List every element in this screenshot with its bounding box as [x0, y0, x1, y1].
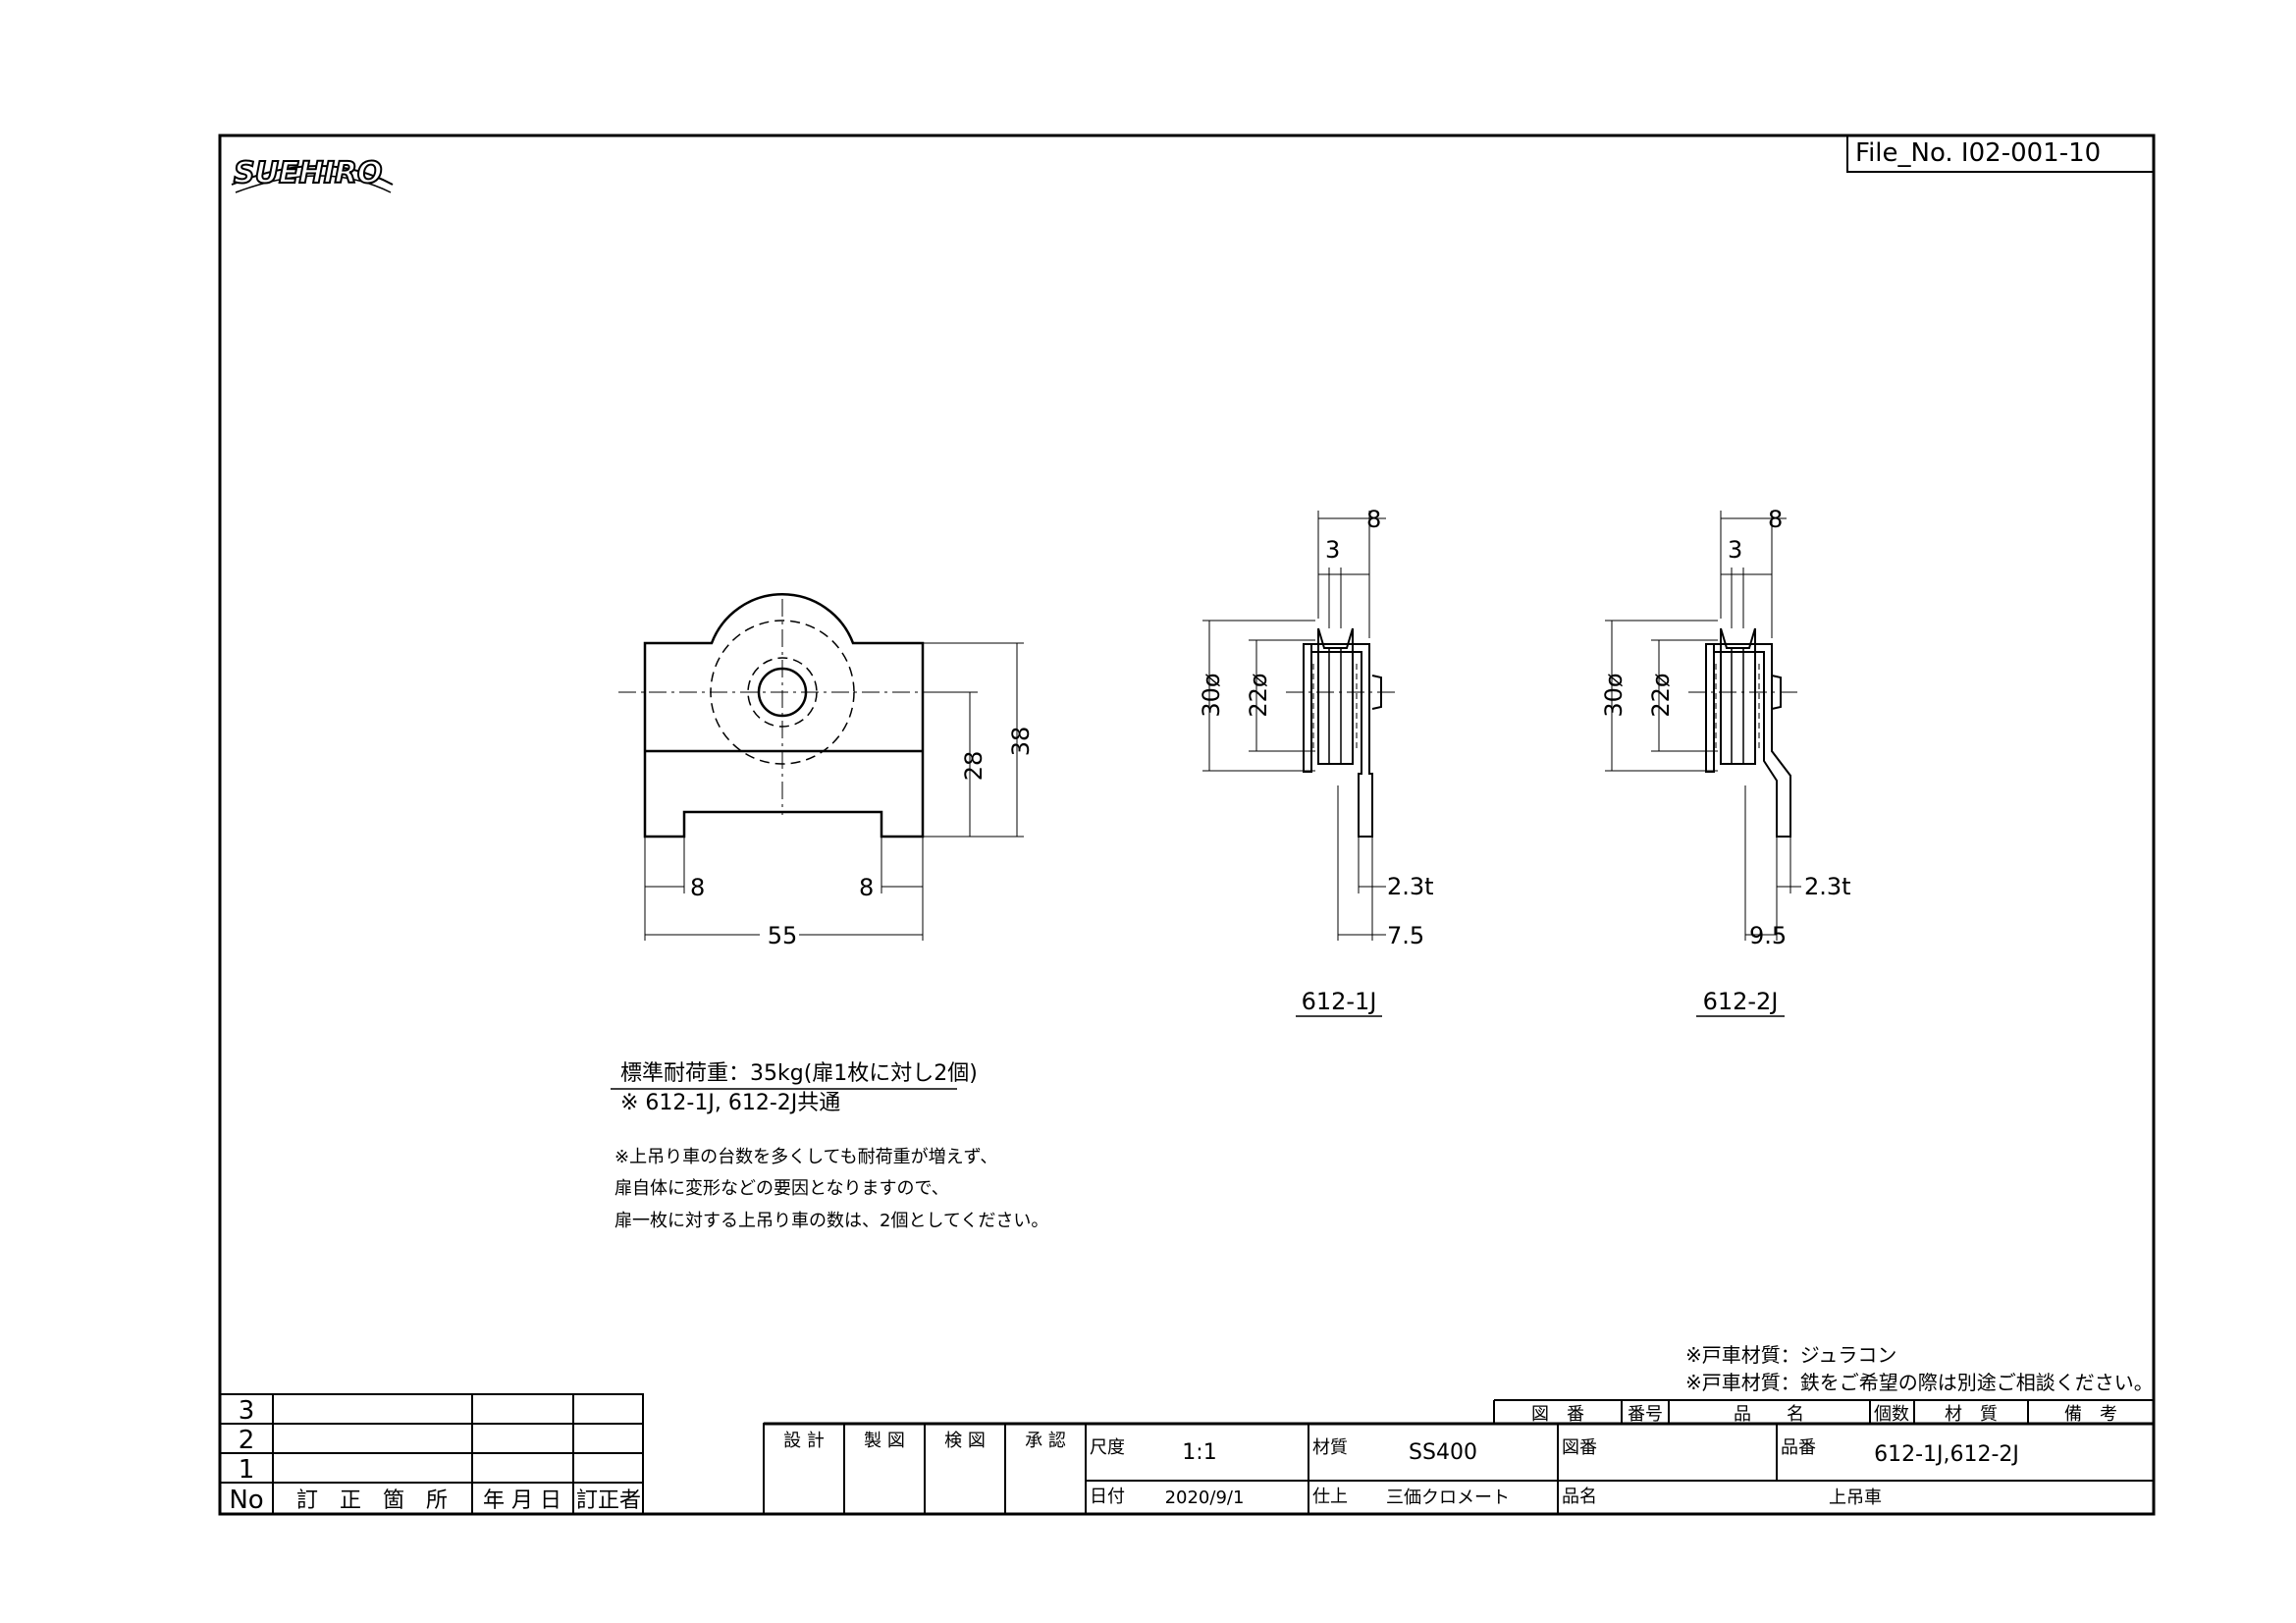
dim-38: 38 [1007, 727, 1035, 757]
suehiro-logo: SUEHIRO [231, 155, 394, 193]
rev-row-1: 1 [239, 1455, 255, 1485]
dim-9.5: 9.5 [1749, 922, 1787, 949]
drawing-frame [218, 134, 2156, 1516]
name-label: 品名 [1562, 1487, 1597, 1507]
dim-8: 8 [1366, 506, 1381, 533]
scale-value: 1:1 [1182, 1440, 1216, 1465]
dim-3: 3 [1728, 536, 1742, 564]
material-notes: ※戸車材質：ジュラコン ※戸車材質：鉄をご希望の際は別途ご相談ください。 [1685, 1343, 2154, 1394]
rev-header-corrector: 訂正者 [576, 1488, 641, 1513]
rev-row-3: 3 [239, 1396, 255, 1426]
dim-2.3t: 2.3t [1804, 873, 1851, 900]
material-value: SS400 [1409, 1440, 1477, 1465]
parts-col-number: 番号 [1628, 1404, 1663, 1425]
title-block [763, 1422, 2155, 1515]
parts-col-drawing: 図 番 [1531, 1404, 1584, 1425]
material-note-1: ※戸車材質：ジュラコン [1685, 1343, 1896, 1367]
dim-2.3t: 2.3t [1387, 873, 1434, 900]
title-block-text: 設 計 製 図 検 図 承 認 尺度 1:1 材質 SS400 図番 品番 61… [783, 1431, 2019, 1508]
rev-header-no: No [229, 1486, 263, 1515]
part-no-label: 品番 [1781, 1437, 1816, 1458]
side-view-612-2J-dims: 8 3 30ø 22ø 2.3t 9.5 612-2J [1600, 506, 1851, 1015]
finish-label: 仕上 [1312, 1487, 1348, 1507]
name-value: 上吊車 [1829, 1488, 1882, 1508]
dim-8: 8 [1768, 506, 1783, 533]
finish-value: 三価クロメート [1386, 1488, 1510, 1508]
dim-3: 3 [1325, 536, 1340, 564]
front-view-dims: 38 28 8 8 55 [690, 727, 1035, 949]
caption-612-2J: 612-2J [1703, 988, 1779, 1015]
logo-text: SUEHIRO [234, 156, 382, 190]
date-label: 日付 [1090, 1487, 1125, 1507]
parts-list-header-text: 図 番 番号 品 名 個数 材 質 備 考 [1531, 1404, 2117, 1425]
parts-col-name: 品 名 [1734, 1404, 1804, 1425]
rev-header-date: 年 月 日 [483, 1488, 561, 1513]
drawing-no-label: 図番 [1562, 1437, 1597, 1458]
side-view-612-1J-dims: 8 3 30ø 22ø 2.3t 7.5 612-1J [1198, 506, 1434, 1015]
load-title: 標準耐荷重：35kg(扉1枚に対し2個) [620, 1061, 978, 1086]
material-note-2: ※戸車材質：鉄をご希望の際は別途ご相談ください。 [1685, 1371, 2154, 1394]
dim-7.5: 7.5 [1387, 922, 1424, 949]
role-drafting: 製 図 [864, 1431, 905, 1451]
dim-30-dia: 30ø [1198, 673, 1225, 717]
side-view-612-1J [1202, 511, 1399, 1017]
front-view [618, 593, 1024, 941]
rev-header-location: 訂 正 箇 所 [296, 1488, 448, 1513]
dim-22-dia: 22ø [1647, 673, 1675, 717]
file-number: File_No. I02-001-10 [1855, 138, 2101, 168]
rev-row-2: 2 [239, 1426, 255, 1455]
dim-30-dia: 30ø [1600, 673, 1628, 717]
parts-col-remarks: 備 考 [2064, 1404, 2117, 1425]
scale-label: 尺度 [1090, 1437, 1125, 1458]
load-notes: 標準耐荷重：35kg(扉1枚に対し2個) ※ 612-1J, 612-2J共通 … [611, 1061, 1048, 1231]
role-approve: 承 認 [1025, 1431, 1066, 1451]
parts-col-material: 材 質 [1945, 1404, 1998, 1425]
file-number-box: File_No. I02-001-10 [1846, 135, 2154, 173]
revision-table-text: 3 2 1 No 訂 正 箇 所 年 月 日 訂正者 [229, 1396, 641, 1515]
caption-612-1J: 612-1J [1302, 988, 1377, 1015]
role-design: 設 計 [783, 1431, 825, 1451]
dim-8-left: 8 [690, 874, 705, 901]
parts-col-qty: 個数 [1874, 1404, 1909, 1425]
side-view-612-2J [1605, 511, 1801, 1017]
dim-8-right: 8 [859, 874, 874, 901]
note-line-1: ※上吊り車の台数を多くしても耐荷重が増えず、 [614, 1147, 997, 1167]
note-line-2: 扉自体に変形などの要因となりますので、 [614, 1178, 949, 1199]
parts-list-header [1493, 1399, 2154, 1424]
dim-22-dia: 22ø [1245, 673, 1272, 717]
part-no-value: 612-1J,612-2J [1874, 1442, 2019, 1467]
date-value: 2020/9/1 [1165, 1488, 1245, 1508]
dim-28: 28 [960, 751, 988, 782]
dim-55: 55 [768, 922, 798, 949]
load-sub: ※ 612-1J, 612-2J共通 [620, 1091, 840, 1115]
role-check: 検 図 [944, 1431, 986, 1451]
revision-table [219, 1393, 644, 1515]
material-label: 材質 [1312, 1437, 1348, 1458]
note-line-3: 扉一枚に対する上吊り車の数は、2個としてください。 [614, 1211, 1048, 1231]
